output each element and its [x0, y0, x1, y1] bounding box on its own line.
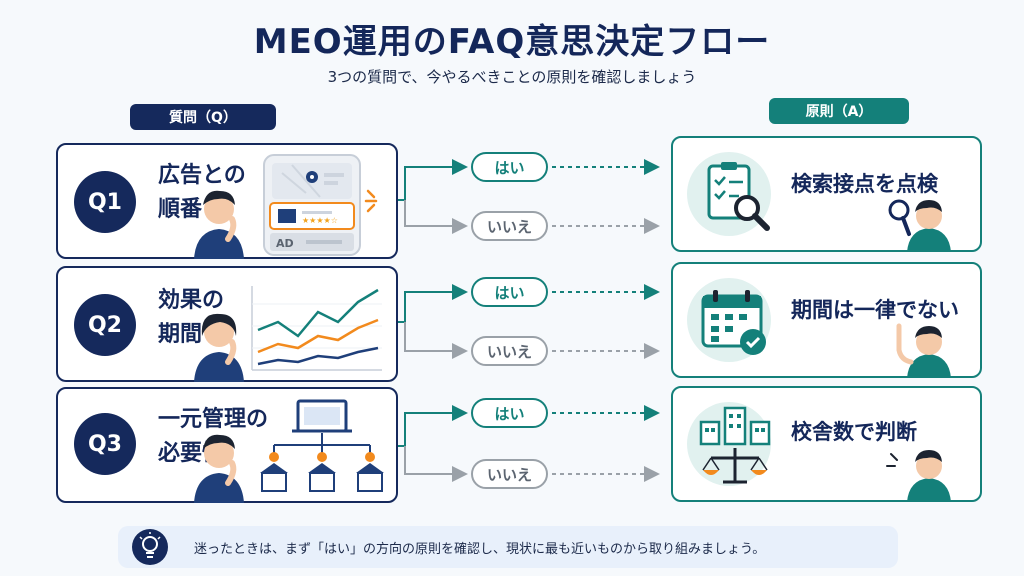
buildings-scale-icon: [699, 406, 771, 484]
thinking-person-icon: [194, 190, 244, 259]
q2-yes-option[interactable]: はい: [471, 277, 548, 307]
q2-no-option[interactable]: いいえ: [471, 336, 548, 366]
checklist-magnifier-icon: [707, 162, 770, 231]
row3-connectors: [398, 405, 660, 482]
row2-connectors: [398, 284, 660, 359]
q1-no-option[interactable]: いいえ: [471, 211, 548, 241]
questions-header: 質問（Q）: [130, 104, 276, 130]
spark-lines-icon: [364, 189, 378, 213]
question-card-q2: Q2 効果の 期間: [56, 266, 398, 382]
svg-text:★★★★☆: ★★★★☆: [302, 216, 338, 225]
q1-yes-option[interactable]: はい: [471, 152, 548, 182]
tip-text: 迷ったときは、まず「はい」の方向の原則を確認し、現状に最も近いものから取り組みま…: [194, 542, 766, 557]
page-title: MEO運用のFAQ意思決定フロー: [253, 22, 771, 62]
thinking-person-icon: [194, 434, 244, 503]
principle-card-a1: 検索接点を点検: [671, 136, 982, 252]
calendar-check-icon: [701, 290, 766, 355]
person-magnifier-icon: [888, 199, 951, 252]
lightbulb-icon: [132, 529, 168, 565]
page-subtitle: 3つの質問で、今やるべきことの原則を確認しましょう: [327, 68, 697, 86]
principle-card-a2: 期間は一律でない: [671, 262, 982, 378]
q1-badge: Q1: [74, 171, 136, 233]
tip-banner: 迷ったときは、まず「はい」の方向の原則を確認し、現状に最も近いものから取り組みま…: [118, 526, 898, 568]
thinking-person-icon: [194, 313, 244, 382]
question-card-q3: Q3 一元管理の 必要性: [56, 387, 398, 503]
q3-no-option[interactable]: いいえ: [471, 459, 548, 489]
row1-connectors: [398, 159, 660, 234]
q2-badge: Q2: [74, 294, 136, 356]
a1-principle: 検索接点を点検: [791, 172, 938, 196]
q2-question: 効果の 期間: [158, 288, 225, 347]
line-chart-icon: [251, 286, 382, 371]
smartphone-map-ad-icon: ★★★★☆: [263, 154, 361, 256]
store-icons: [260, 452, 384, 492]
principle-card-a3: 校舎数で判断: [671, 386, 982, 502]
person-pointing-icon: [896, 323, 951, 378]
ad-label: AD: [276, 237, 294, 250]
a2-principle: 期間は一律でない: [791, 298, 959, 322]
q3-yes-option[interactable]: はい: [471, 398, 548, 428]
principles-header: 原則（A）: [769, 98, 909, 124]
q3-badge: Q3: [74, 413, 136, 475]
question-card-q1: Q1 広告との 順番 ★★★★☆ AD: [56, 143, 398, 259]
thinking-person-icon: [886, 450, 951, 502]
network-stores-icon: [260, 399, 384, 492]
a3-principle: 校舎数で判断: [791, 420, 917, 444]
q1-question: 広告との 順番: [158, 163, 246, 222]
